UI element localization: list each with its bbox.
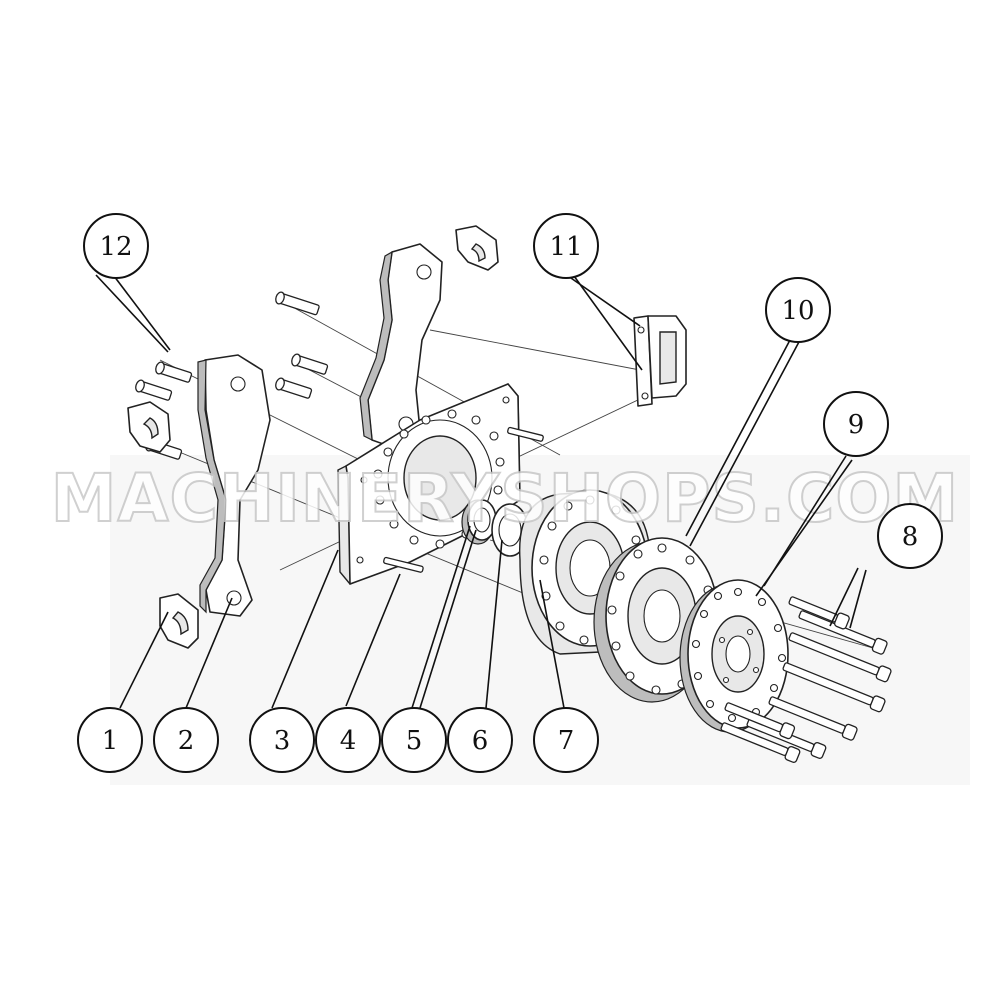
part-8-long-bolts: [720, 596, 892, 763]
callout-3: 3: [249, 707, 315, 773]
callout-12: 12: [83, 213, 149, 279]
svg-text:12: 12: [99, 232, 132, 262]
svg-text:1: 1: [102, 726, 119, 756]
svg-text:2: 2: [178, 726, 195, 756]
part-11-mounting-bracket: [633, 315, 687, 407]
part-1-clamp-lower: [159, 593, 199, 649]
flange-holes: [691, 587, 787, 723]
callout-10: 10: [765, 277, 831, 343]
svg-text:6: 6: [472, 726, 489, 756]
watermark-text: MACHINERYSHOPS.COM: [51, 460, 959, 537]
callout-5: 5: [381, 707, 447, 773]
svg-text:8: 8: [902, 522, 919, 552]
part-1-clamp-upper: [127, 401, 171, 453]
callout-2: 2: [153, 707, 219, 773]
callout-4: 4: [315, 707, 381, 773]
svg-text:4: 4: [340, 726, 357, 756]
callout-11: 11: [533, 213, 599, 279]
part-5-seal-ring: [461, 499, 497, 545]
leader-lines: [95, 274, 867, 709]
svg-text:7: 7: [558, 726, 575, 756]
part-9-flange-plate: [679, 579, 789, 733]
callout-1: 1: [77, 707, 143, 773]
callout-9: 9: [823, 391, 889, 457]
clamp-top: [455, 225, 499, 271]
svg-text:5: 5: [406, 726, 423, 756]
svg-text:10: 10: [781, 296, 814, 326]
callout-6: 6: [447, 707, 513, 773]
callout-8: 8: [877, 503, 943, 569]
svg-text:3: 3: [274, 726, 291, 756]
upper-bolts: [275, 291, 329, 399]
svg-text:9: 9: [848, 410, 865, 440]
part-3-housing-plate: [337, 383, 521, 585]
svg-text:11: 11: [549, 232, 582, 262]
part-4-dowel-pins: [383, 426, 544, 573]
callout-7: 7: [533, 707, 599, 773]
